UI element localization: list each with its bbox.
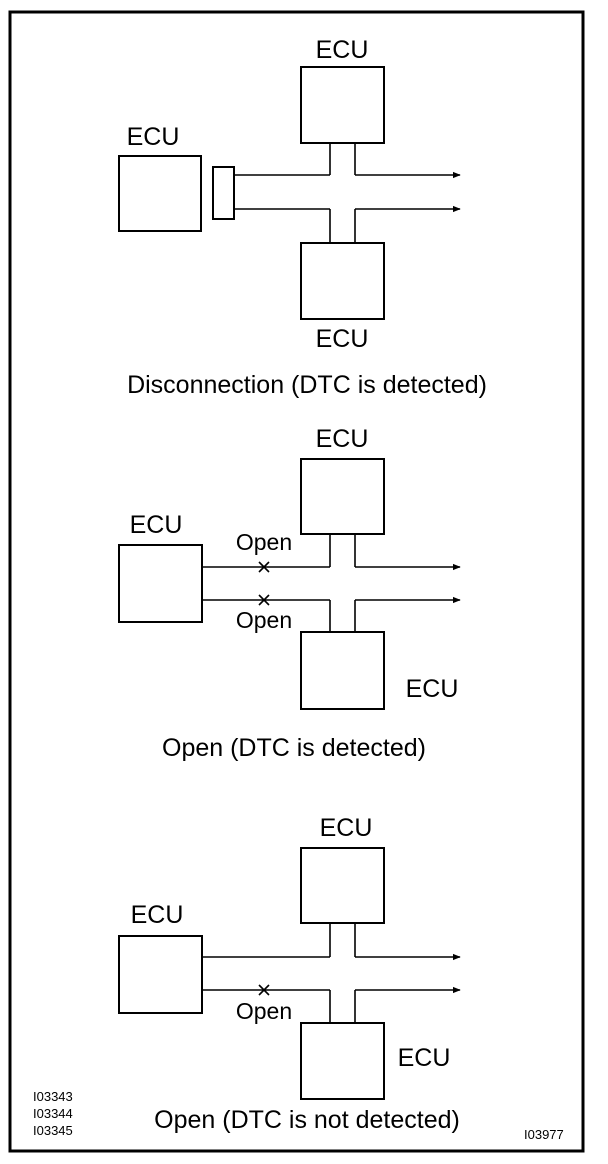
ecu-box-top [300,458,385,535]
section-disconnection: ECU ECU ECU Disconnection (DTC is detect… [118,36,487,399]
open-mark-lower [258,594,270,606]
reference-codes-left: I03343 I03344 I03345 [33,1089,73,1138]
figure-border [8,10,585,1153]
open-label-upper: Open [236,529,292,555]
ecu-box-bottom [300,631,385,710]
ecu-label-bottom: ECU [316,325,369,353]
open-mark-upper [258,561,270,573]
ecu-box-bottom [300,242,385,320]
ecu-box-left [118,544,203,623]
reference-code: I03345 [33,1123,73,1138]
ecu-label-bottom: ECU [406,675,459,703]
ecu-label-left: ECU [130,511,183,539]
section-open-not-detected: ECU ECU Open ECU Open (DTC is not detect… [118,814,461,1134]
section-caption: Open (DTC is detected) [162,734,426,762]
ecu-box-top [300,847,385,924]
section-caption: Disconnection (DTC is detected) [127,371,487,399]
reference-code: I03343 [33,1089,73,1104]
open-label-lower: Open [236,607,292,633]
ecu-label-bottom: ECU [398,1044,451,1072]
connector [212,166,235,220]
ecu-label-left: ECU [131,901,184,929]
ecu-box-bottom [300,1022,385,1100]
ecu-box-top [300,66,385,144]
ecu-label-top: ECU [316,36,369,64]
ecu-label-left: ECU [127,123,180,151]
section-open-detected: ECU ECU Open Open ECU Open (DTC is detec… [118,425,461,762]
open-mark [258,984,270,996]
reference-code: I03344 [33,1106,73,1121]
ecu-label-top: ECU [316,425,369,453]
ecu-box-left [118,155,202,232]
section-caption: Open (DTC is not detected) [154,1106,460,1134]
ecu-box-left [118,935,203,1014]
open-label: Open [236,998,292,1024]
ecu-label-top: ECU [320,814,373,842]
reference-code-right: I03977 [524,1127,564,1142]
